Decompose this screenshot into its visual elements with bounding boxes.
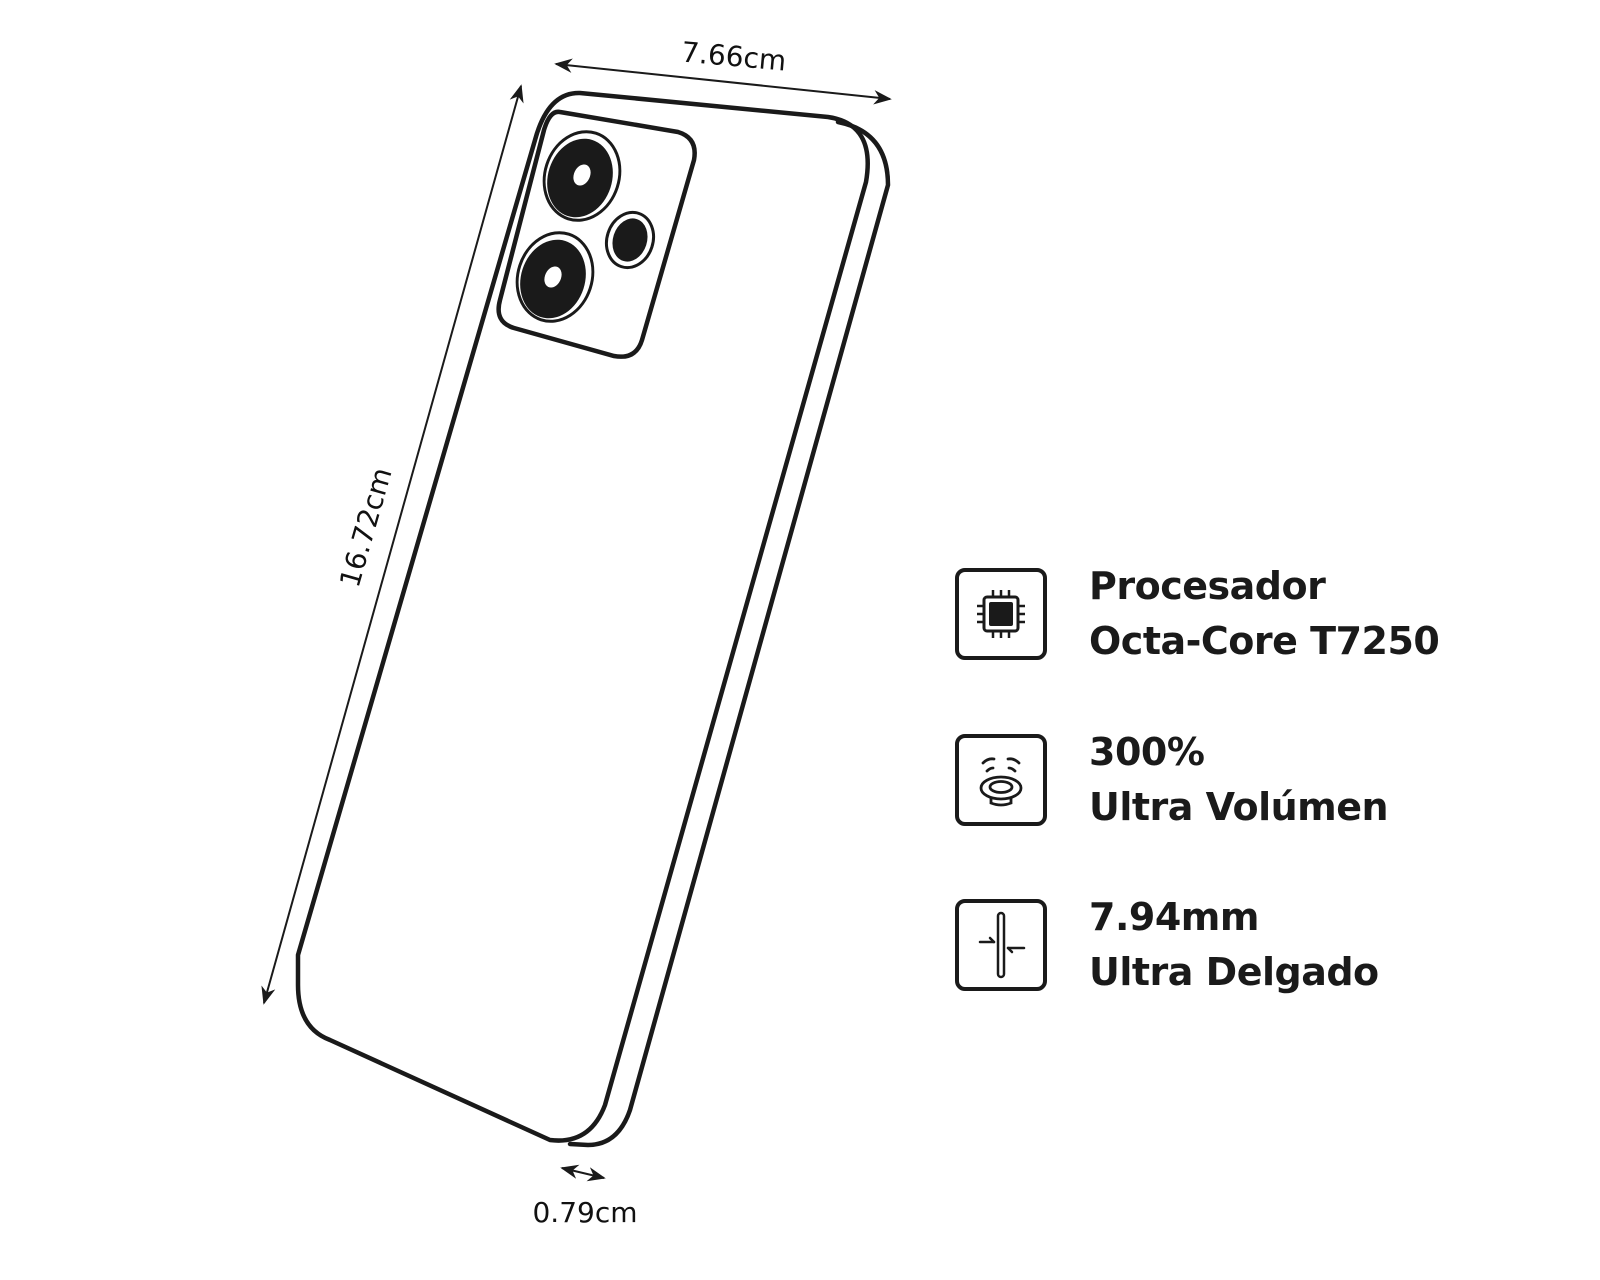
feature-thickness-title: 7.94mm [1089, 895, 1259, 939]
feature-thickness-text: 7.94mm Ultra Delgado [1089, 890, 1379, 1000]
secondary-camera-lens-icon [515, 231, 595, 323]
thickness-icon [955, 899, 1047, 991]
feature-volume-text: 300% Ultra Volúmen [1089, 725, 1389, 835]
height-dimension-arrow [261, 84, 524, 1005]
feature-volume-title: 300% [1089, 730, 1205, 774]
cpu-chip-icon [955, 568, 1047, 660]
feature-volume-subtitle: Ultra Volúmen [1089, 785, 1389, 829]
speaker-icon [955, 734, 1047, 826]
feature-thickness: 7.94mm Ultra Delgado [955, 890, 1379, 1000]
depth-dimension-arrow [560, 1164, 606, 1182]
width-dimension-label: 7.66cm [680, 36, 787, 78]
main-camera-lens-icon [542, 130, 622, 222]
flash-sensor-icon [604, 210, 656, 270]
phone-back-outline [295, 90, 870, 1143]
feature-volume: 300% Ultra Volúmen [955, 725, 1389, 835]
feature-processor-title: Procesador [1089, 564, 1326, 608]
depth-dimension-label: 0.79cm [532, 1196, 637, 1229]
height-dimension-label: 16.72cm [333, 464, 399, 591]
phone-side-edge [567, 119, 891, 1148]
camera-module [496, 109, 697, 359]
feature-thickness-subtitle: Ultra Delgado [1089, 950, 1379, 994]
width-dimension-arrow [554, 58, 892, 105]
feature-processor-subtitle: Octa-Core T7250 [1089, 619, 1440, 663]
feature-processor: Procesador Octa-Core T7250 [955, 559, 1440, 669]
feature-processor-text: Procesador Octa-Core T7250 [1089, 559, 1440, 669]
